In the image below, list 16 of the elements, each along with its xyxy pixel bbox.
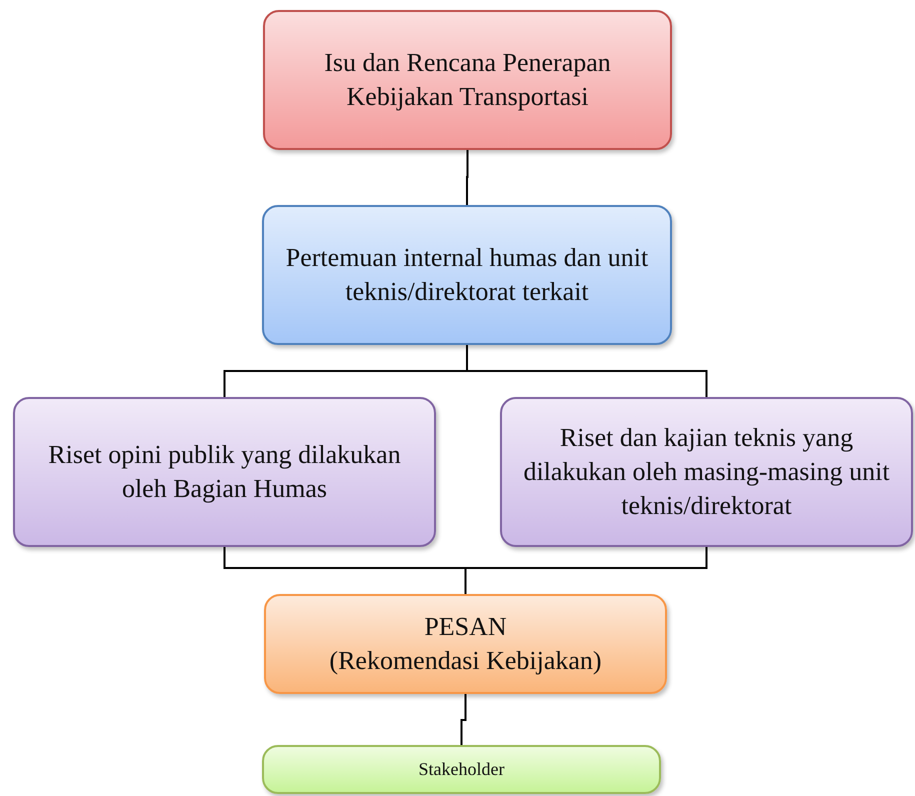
connector-line bbox=[466, 150, 468, 205]
connector-line bbox=[460, 694, 466, 745]
node-text: PESAN bbox=[423, 611, 508, 644]
node-text: Riset dan kajian teknis yang dilakukan oleh masing-masing unit teknis/direktorat bbox=[522, 422, 891, 522]
process-box bbox=[500, 397, 913, 547]
node-text: Stakeholder bbox=[418, 758, 506, 781]
process-box bbox=[262, 745, 661, 794]
node-text: Riset opini publik yang dilakukan oleh Bagian Humas bbox=[47, 439, 402, 505]
process-box bbox=[264, 594, 667, 694]
process-box bbox=[263, 10, 672, 150]
connector-line bbox=[466, 345, 708, 397]
process-box bbox=[13, 397, 436, 547]
node-text: Pertemuan internal humas dan unit teknis/direktorat terkait bbox=[284, 242, 650, 308]
process-box bbox=[262, 205, 672, 345]
node-text: Isu dan Rencana Penerapan Kebijakan Transportasi bbox=[323, 47, 612, 113]
node-text: (Rekomendasi Kebijakan) bbox=[328, 645, 603, 677]
